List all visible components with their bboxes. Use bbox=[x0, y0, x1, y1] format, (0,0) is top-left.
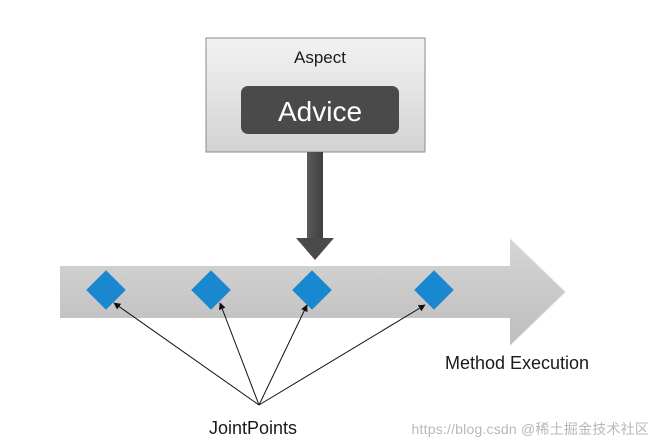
joinpoints bbox=[86, 270, 454, 310]
aspect-box: Aspect Advice bbox=[205, 37, 426, 153]
joinpoints-label: JointPoints bbox=[209, 418, 297, 438]
pointer-line bbox=[258, 304, 426, 406]
aspect-label: Aspect bbox=[294, 48, 346, 67]
pointer-line bbox=[113, 302, 260, 406]
joinpoint-diamond bbox=[292, 270, 332, 310]
pointer-line bbox=[218, 302, 260, 406]
joinpoint-pointers bbox=[113, 302, 426, 406]
advice-box: Advice bbox=[241, 86, 399, 134]
pointer-line bbox=[258, 304, 308, 406]
joinpoint-diamond bbox=[191, 270, 231, 310]
joinpoint-diamond bbox=[414, 270, 454, 310]
method-execution-label: Method Execution bbox=[445, 353, 589, 373]
advice-label: Advice bbox=[278, 96, 362, 127]
watermark: https://blog.csdn @稀土掘金技术社区 bbox=[411, 421, 649, 437]
advice-down-arrow bbox=[296, 152, 334, 260]
